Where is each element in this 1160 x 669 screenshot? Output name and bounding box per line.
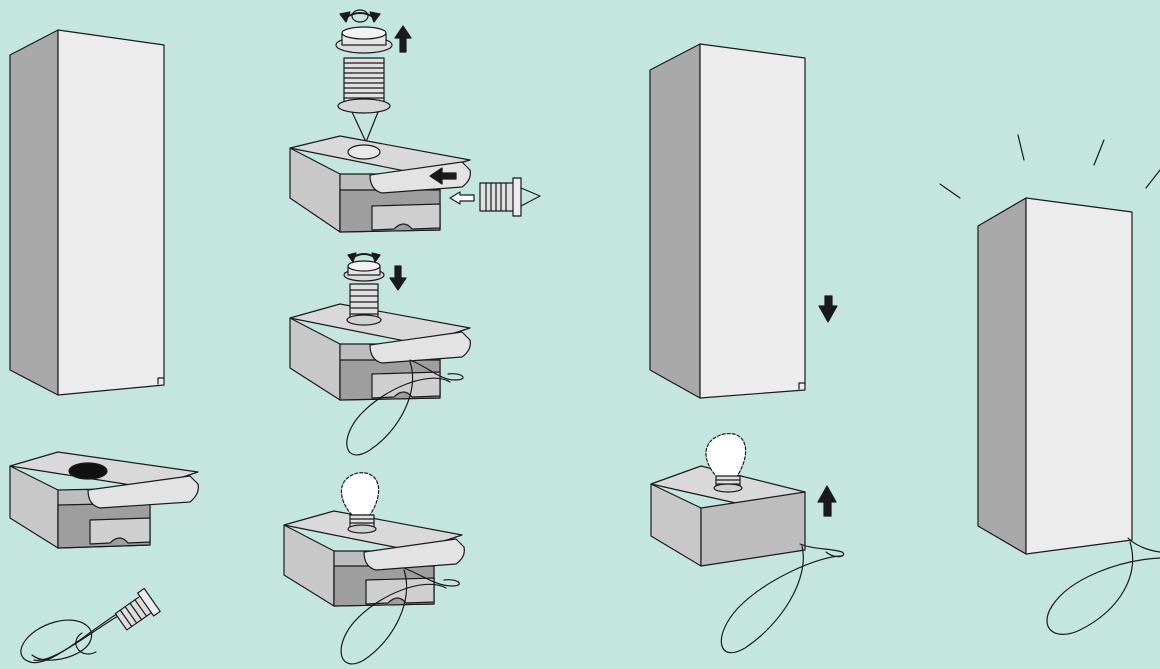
arrow-down-icon-2 xyxy=(818,295,838,323)
base-with-bulb xyxy=(650,433,845,654)
arrow-down-icon xyxy=(389,265,407,291)
arrow-left-icon xyxy=(429,167,457,185)
assembled-lamp xyxy=(977,197,1160,635)
threaded-socket xyxy=(337,57,391,143)
base-with-cord xyxy=(289,283,471,456)
bulb-icon xyxy=(340,472,380,534)
step-parts xyxy=(9,29,199,664)
arrow-up-icon xyxy=(394,25,412,53)
shade-lower xyxy=(649,43,806,399)
hollow-arrow-left-icon xyxy=(449,191,475,205)
step-assemble-socket xyxy=(283,9,541,665)
tall-shade-box xyxy=(9,29,165,396)
base-box-slide-in xyxy=(289,135,471,233)
cord-icon xyxy=(20,611,121,664)
base-box-with-hole xyxy=(9,451,199,549)
nut-icon-2 xyxy=(343,260,385,282)
step-place-shade xyxy=(649,43,845,654)
rotate-icon xyxy=(339,9,381,23)
step-lit-lamp xyxy=(939,134,1160,635)
hole-icon xyxy=(68,462,108,480)
cord-socket-icon xyxy=(114,587,161,631)
light-rays xyxy=(939,134,1160,199)
arrow-up-icon-2 xyxy=(817,485,837,517)
nut-icon xyxy=(335,26,393,54)
bulb-installed xyxy=(283,472,465,665)
socket-insert xyxy=(479,177,541,217)
rotate-icon-2 xyxy=(347,252,381,263)
bulb-icon-2 xyxy=(705,433,747,493)
